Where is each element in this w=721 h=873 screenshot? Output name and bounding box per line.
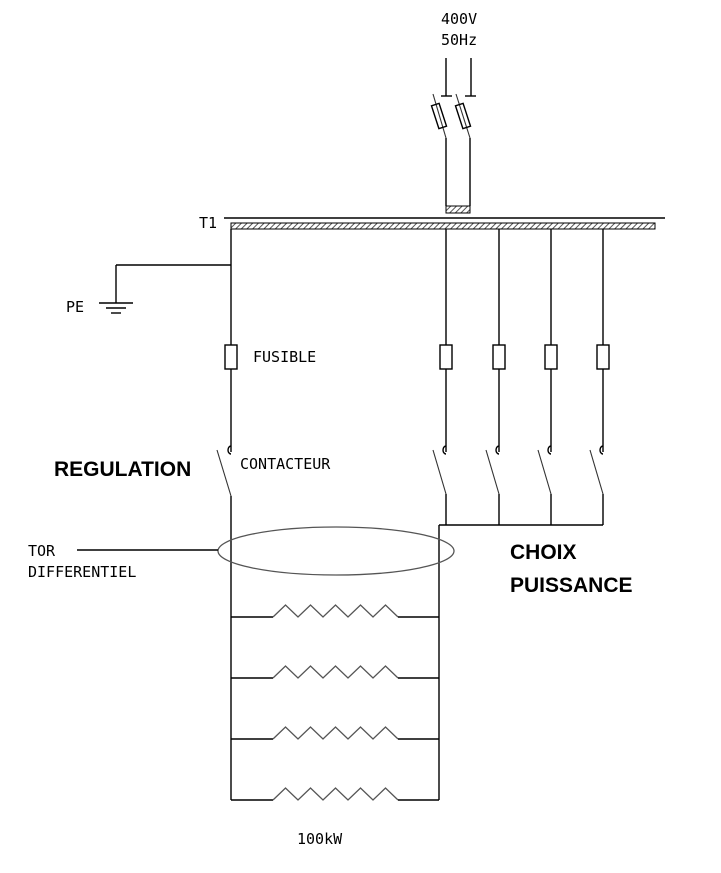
power-choice-label-line1: CHOIX xyxy=(510,541,577,564)
earth-connection xyxy=(99,264,231,314)
contactor-label: CONTACTEUR xyxy=(240,455,331,473)
heating-resistor xyxy=(231,726,439,740)
earth-label: PE xyxy=(66,298,84,316)
power-branch xyxy=(537,229,558,525)
supply-input-terminals xyxy=(441,58,476,97)
heating-resistor xyxy=(231,665,439,679)
power-choice-label-line2: PUISSANCE xyxy=(510,574,633,597)
power-branch xyxy=(589,229,610,525)
power-branch xyxy=(485,229,506,525)
regulation-label: REGULATION xyxy=(54,458,191,481)
regulation-fuse xyxy=(224,344,238,370)
regulation-branch xyxy=(216,229,238,800)
differential-toroid xyxy=(217,526,455,576)
supply-disconnect-fuses xyxy=(430,93,472,214)
toroid-label-line1: TOR xyxy=(28,542,56,560)
load-power-label: 100kW xyxy=(297,830,343,848)
power-choice-branches xyxy=(432,229,610,800)
heating-resistor xyxy=(231,604,439,618)
supply-frequency: 50Hz xyxy=(441,31,477,49)
supply-label: 400V 50Hz xyxy=(441,10,477,49)
supply-voltage: 400V xyxy=(441,10,477,28)
heating-resistor xyxy=(231,787,439,801)
heating-resistors xyxy=(231,604,439,801)
busbar xyxy=(230,222,656,230)
busbar-label: T1 xyxy=(199,214,217,232)
power-branch xyxy=(432,229,453,525)
fuse-label: FUSIBLE xyxy=(253,348,316,366)
toroid-label-line2: DIFFERENTIEL xyxy=(28,563,136,581)
